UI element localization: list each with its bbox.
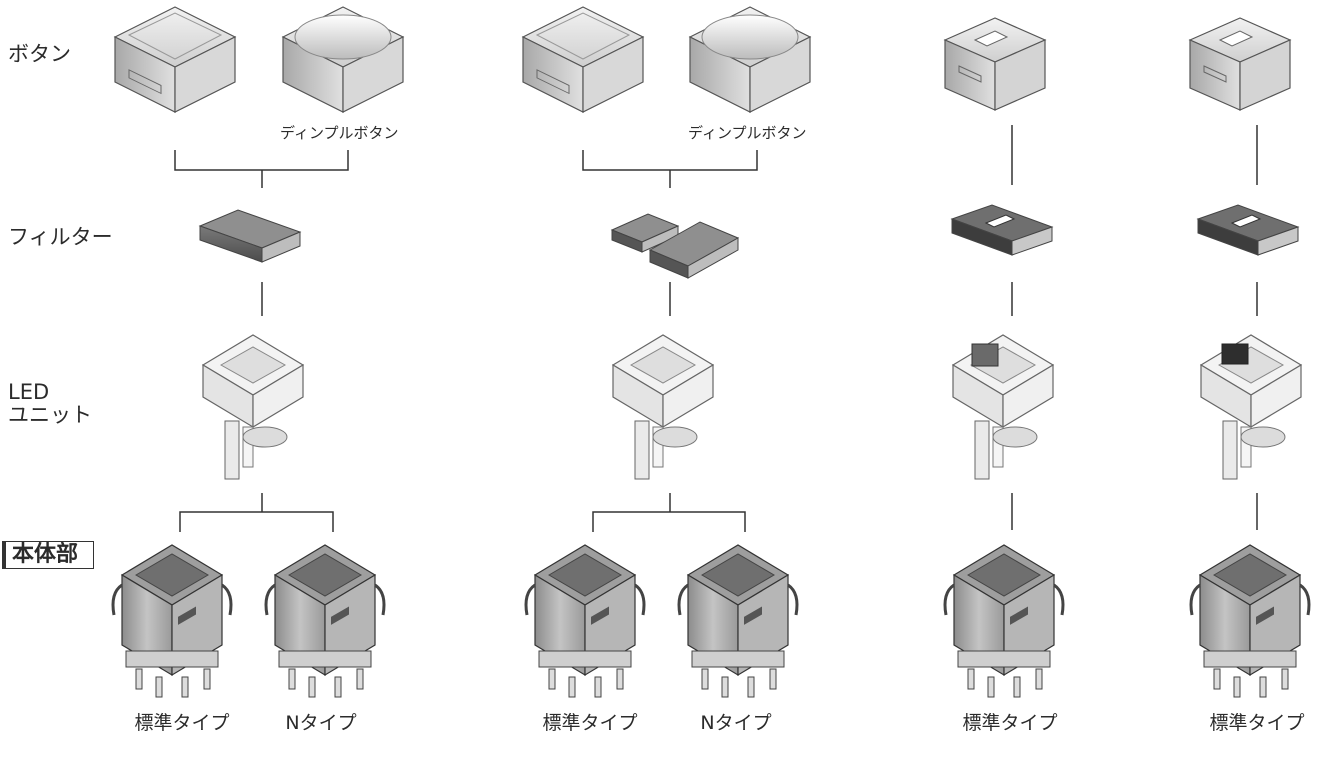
caption-standard-1: 標準タイプ	[134, 712, 230, 734]
connector-lines-col1	[174, 150, 349, 532]
caption-n-type-1: Nタイプ	[285, 712, 357, 734]
led-unit-4	[1200, 334, 1302, 480]
dimple-caption-1: ディンプルボタン	[280, 124, 399, 142]
led-unit-3	[952, 334, 1054, 480]
caption-standard-2: 標準タイプ	[542, 712, 638, 734]
switch-body-n-type-1	[264, 543, 386, 699]
button-cap-slot-3	[944, 17, 1046, 111]
row-label-button: ボタン	[8, 42, 71, 66]
filter-split-2	[610, 213, 740, 279]
row-label-led-line2: ユニット	[8, 403, 92, 427]
caption-n-type-2: Nタイプ	[700, 712, 772, 734]
button-cap-dimple-2	[689, 6, 811, 113]
switch-body-standard-4	[1189, 543, 1311, 699]
caption-standard-4: 標準タイプ	[1209, 712, 1305, 734]
row-label-led-line1: LED	[8, 380, 50, 404]
filter-hole-3	[951, 204, 1053, 256]
led-unit-2	[612, 334, 714, 480]
connector-lines-col2	[582, 150, 758, 532]
caption-standard-3: 標準タイプ	[962, 712, 1058, 734]
row-label-body: 本体部	[2, 541, 94, 569]
led-unit-1	[202, 334, 304, 480]
button-cap-square-1	[114, 6, 236, 113]
switch-body-standard-2	[524, 543, 646, 699]
button-cap-slot-4	[1189, 17, 1291, 111]
row-label-filter: フィルター	[8, 225, 113, 249]
filter-hole-4	[1197, 204, 1299, 256]
filter-1	[199, 209, 301, 263]
switch-body-standard-1	[111, 543, 233, 699]
switch-body-n-type-2	[677, 543, 799, 699]
button-cap-dimple-1	[282, 6, 404, 113]
switch-body-standard-3	[943, 543, 1065, 699]
button-cap-square-2	[522, 6, 644, 113]
dimple-caption-2: ディンプルボタン	[688, 124, 807, 142]
